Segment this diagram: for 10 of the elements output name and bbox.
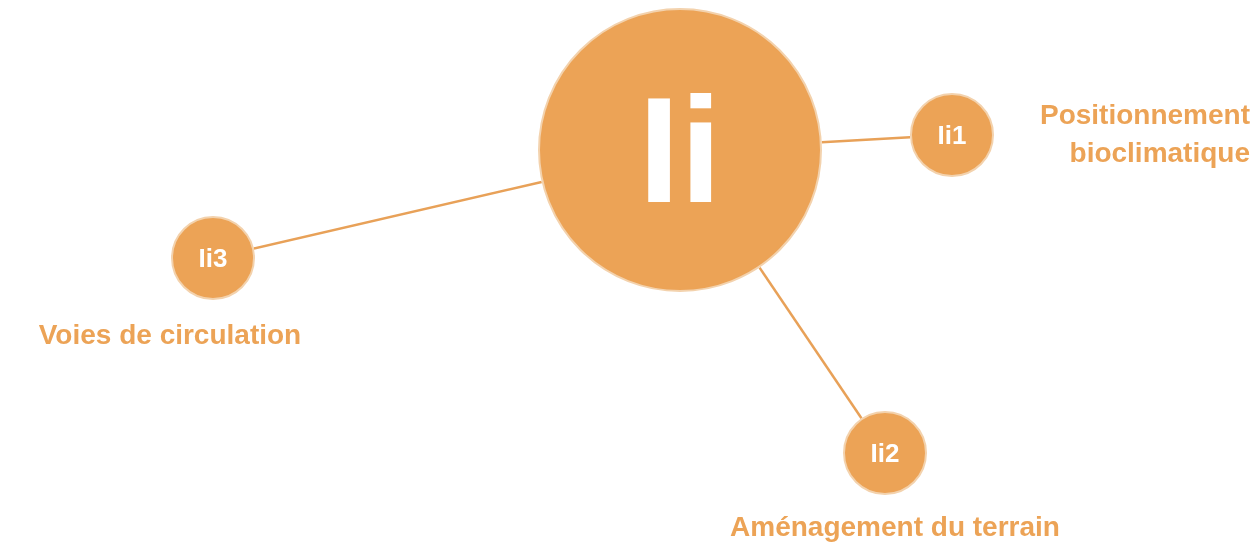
node-label: Ii3 <box>198 242 228 274</box>
node-caption: Voies de circulation <box>37 318 303 352</box>
node-caption: Aménagement du terrain <box>729 510 1061 544</box>
node-caption: Positionnement bioclimatique <box>1039 98 1250 170</box>
node-label: Ii <box>638 64 722 236</box>
node-label: Ii2 <box>870 437 900 469</box>
node-label: Ii1 <box>937 119 967 151</box>
connector-line <box>821 136 911 144</box>
connector-line <box>253 180 542 250</box>
connector-line <box>758 266 863 419</box>
